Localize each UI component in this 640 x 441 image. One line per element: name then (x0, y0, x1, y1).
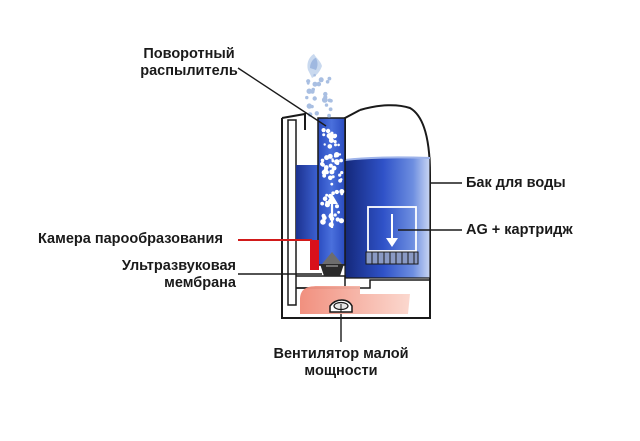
vapour-particle (320, 201, 325, 206)
vapour-particle (330, 182, 334, 186)
vapour-particle (335, 204, 339, 209)
vapour-particle (328, 213, 334, 219)
vapour-particle (323, 143, 326, 146)
fan (329, 299, 353, 313)
label-membrane-line2: мембрана (164, 275, 236, 291)
mist-dot (323, 95, 328, 100)
mist-dot (306, 81, 310, 85)
label-tank: Бак для воды (466, 175, 566, 191)
mist-dot (306, 88, 312, 94)
mist-dot (306, 79, 311, 84)
vapour-particle (331, 158, 334, 161)
label-cartridge: AG + картридж (466, 222, 573, 238)
vapour-particle (322, 196, 328, 201)
label-membrane: Ультразвуковая мембрана (100, 258, 236, 292)
vapour-particle (331, 165, 337, 171)
label-fan-line2: мощности (304, 363, 378, 379)
vapour-particle (338, 173, 342, 177)
vapour-particle (340, 192, 344, 196)
mist-dot (329, 99, 333, 103)
vapour-particle (331, 191, 335, 195)
vapour-particle (328, 193, 333, 199)
vapour-particle (333, 140, 337, 144)
vapour-particle (333, 213, 337, 217)
vapour-particle (324, 165, 329, 170)
mist-dot (318, 77, 324, 83)
vapour-particle (335, 217, 340, 222)
ultrasonic-membrane (320, 252, 344, 276)
mist-dots (305, 73, 333, 118)
mist-dot (327, 76, 332, 81)
vapour-particle (334, 159, 340, 165)
mist-dot (314, 111, 319, 116)
leader-nozzle (237, 67, 327, 127)
vapour-particles (320, 128, 345, 228)
vapour-particle (321, 128, 326, 133)
vapour-particle (324, 202, 330, 208)
vapour-particle (339, 189, 345, 194)
leader-lines (237, 67, 462, 342)
mist-dot (313, 73, 316, 77)
label-fan: Вентилятор малой мощности (256, 346, 426, 380)
vapour-particle (328, 175, 333, 181)
vapour-particle (340, 171, 344, 175)
mist-dot (305, 95, 309, 100)
vapour-particle (328, 222, 334, 228)
mist-dot (312, 81, 318, 87)
mist-dot (328, 107, 333, 112)
vapour-particle (327, 144, 333, 149)
vapour-particle (329, 170, 333, 174)
vapour-particle (338, 153, 342, 156)
vapour-particle (334, 190, 338, 194)
label-nozzle: Поворотный распылитель (133, 46, 245, 80)
vapour-particle (325, 128, 331, 134)
vapour-particle (328, 132, 334, 139)
vapour-particle (339, 178, 343, 181)
vapour-particle (337, 143, 340, 147)
vapour-particle (320, 158, 325, 163)
label-chamber: Камера парообразования (38, 231, 223, 247)
mist-plume (307, 54, 322, 78)
vapour-particle (338, 218, 344, 224)
vapour-particle (334, 143, 337, 147)
vapour-particle (322, 215, 327, 221)
vapour-particle (339, 158, 343, 163)
mist-dot (306, 103, 312, 109)
mist-dot (312, 96, 317, 101)
label-nozzle-line2: распылитель (140, 63, 238, 79)
vapour-particle (332, 134, 337, 139)
label-nozzle-line1: Поворотный (143, 46, 235, 62)
vapour-particle (321, 163, 325, 167)
vapour-particle (337, 210, 340, 214)
airflow (300, 286, 410, 314)
mist-dot (325, 80, 330, 84)
vapour-particle (322, 173, 327, 178)
vapour-particle (328, 163, 333, 168)
mist-dot (323, 91, 328, 97)
vapour-particle (325, 193, 329, 197)
label-membrane-line1: Ультразвуковая (121, 258, 236, 274)
vapour-particle (328, 138, 334, 143)
mist-dot (316, 81, 322, 87)
mist-dot (327, 113, 331, 118)
mist-dot (311, 87, 316, 92)
left-water-column (296, 165, 318, 240)
vapour-particle (322, 133, 326, 137)
mist-dot (324, 103, 329, 107)
label-fan-line1: Вентилятор малой (273, 346, 409, 362)
vapour-particle (324, 155, 330, 161)
vaporization-chamber (310, 240, 319, 270)
vapour-particle (334, 152, 340, 158)
cartridge (365, 206, 419, 265)
